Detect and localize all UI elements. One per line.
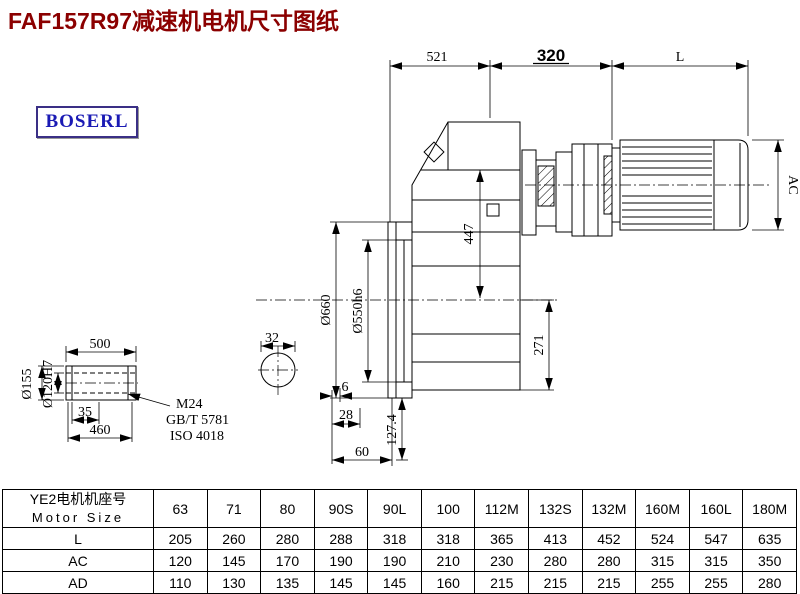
page-title: FAF157R97减速机电机尺寸图纸	[8, 8, 340, 34]
table-header-cell: YE2电机机座号 Motor Size	[2, 489, 154, 528]
table-cell: 170	[260, 549, 315, 572]
dim-label-flange-od: Ø660	[319, 294, 334, 325]
dim-label-m24: M24	[176, 397, 202, 412]
table-cell: 215	[528, 571, 583, 594]
table-cell: 524	[635, 527, 690, 550]
table-cell: 130	[206, 571, 262, 594]
table-cell: 145	[313, 571, 369, 594]
plug-icon	[486, 203, 500, 217]
dimension-labels: 521 320 L AC 447 Ø660 Ø550h6 271 32 6 28…	[20, 46, 800, 460]
dim-label-28: 28	[339, 408, 353, 423]
table-cell: 280	[260, 527, 315, 550]
dim-label-500: 500	[90, 337, 111, 352]
motor-adapter	[521, 143, 613, 237]
output-flange	[387, 221, 413, 399]
dim-label-AC: AC	[785, 175, 800, 194]
table-cell: 452	[581, 527, 637, 550]
hollow-shaft-detail	[65, 365, 137, 401]
gearbox-housing	[411, 121, 521, 391]
table-cell: 413	[528, 527, 583, 550]
coupling-hatch	[537, 165, 555, 207]
table-cell: 315	[688, 549, 744, 572]
dim-label-271: 271	[532, 335, 547, 356]
table-cell: 280	[528, 549, 583, 572]
dim-label-gbt: GB/T 5781	[166, 413, 229, 428]
table-cell: 288	[313, 527, 369, 550]
table-cell: 318	[367, 527, 422, 550]
centerlines	[66, 184, 772, 396]
table-cell: 315	[635, 549, 690, 572]
table-cell: 255	[688, 571, 744, 594]
table-cell: 190	[313, 549, 369, 572]
table-cell: 230	[474, 549, 530, 572]
shaft-end-view	[260, 352, 296, 388]
column-header: 180M	[742, 489, 797, 528]
dim-label-iso: ISO 4018	[170, 429, 224, 444]
logo-text: BOSERL	[45, 111, 129, 132]
table-cell: 145	[206, 549, 262, 572]
table-cell: 215	[474, 571, 530, 594]
column-header: 100	[420, 489, 476, 528]
column-header: 71	[206, 489, 262, 528]
dim-label-60: 60	[355, 445, 369, 460]
table-cell: 318	[420, 527, 476, 550]
table-cell: 280	[581, 549, 637, 572]
table-cell: 255	[635, 571, 690, 594]
fan-cowl	[714, 139, 749, 231]
brand-logo: BOSERL	[36, 106, 138, 138]
column-header: 80	[260, 489, 315, 528]
dim-label-L: L	[676, 50, 685, 65]
row-label: AC	[2, 549, 154, 572]
column-header: 90L	[367, 489, 422, 528]
table-cell: 160	[420, 571, 476, 594]
oil-plug-icon	[423, 141, 445, 163]
table-header-en: Motor Size	[31, 510, 125, 525]
dim-label-flange-spigot: Ø550h6	[351, 288, 366, 333]
table-cell: 260	[206, 527, 262, 550]
table-cell: 190	[367, 549, 422, 572]
table-cell: 120	[153, 549, 208, 572]
table-cell: 210	[420, 549, 476, 572]
table-cell: 205	[153, 527, 208, 550]
column-header: 132M	[581, 489, 637, 528]
m24-leader	[127, 393, 171, 407]
dim-label-35: 35	[78, 405, 92, 420]
dim-label-6: 6	[342, 380, 349, 395]
dim-label-447: 447	[462, 224, 477, 245]
row-label: L	[2, 527, 154, 550]
table-cell: 547	[688, 527, 744, 550]
dim-label-320: 320	[537, 46, 565, 65]
row-label: AD	[2, 571, 154, 594]
column-header: 160M	[635, 489, 690, 528]
table-cell: 145	[367, 571, 422, 594]
dim-label-460: 460	[90, 423, 111, 438]
dim-label-32: 32	[265, 331, 279, 346]
motor-flange-hatch	[603, 155, 613, 215]
dim-label-shaft-od: Ø155	[20, 368, 35, 399]
column-header: 160L	[688, 489, 744, 528]
column-header: 132S	[528, 489, 583, 528]
table-cell: 215	[581, 571, 637, 594]
table-cell: 635	[742, 527, 797, 550]
column-header: 112M	[474, 489, 530, 528]
table-cell: 110	[153, 571, 208, 594]
table-cell: 280	[742, 571, 797, 594]
table-cell: 365	[474, 527, 530, 550]
table-cell: 350	[742, 549, 797, 572]
dimension-lines	[38, 60, 784, 466]
motor	[611, 139, 749, 231]
table-header-cn: YE2电机机座号	[29, 491, 127, 507]
dim-label-521: 521	[427, 50, 448, 65]
column-header: 90S	[313, 489, 369, 528]
table-cell: 135	[260, 571, 315, 594]
technical-drawing: 521 320 L AC 447 Ø660 Ø550h6 271 32 6 28…	[20, 46, 800, 466]
dim-label-127-4: 127.4	[385, 414, 400, 446]
dim-label-shaft-bore: Ø120H7	[41, 360, 56, 408]
column-header: 63	[153, 489, 208, 528]
